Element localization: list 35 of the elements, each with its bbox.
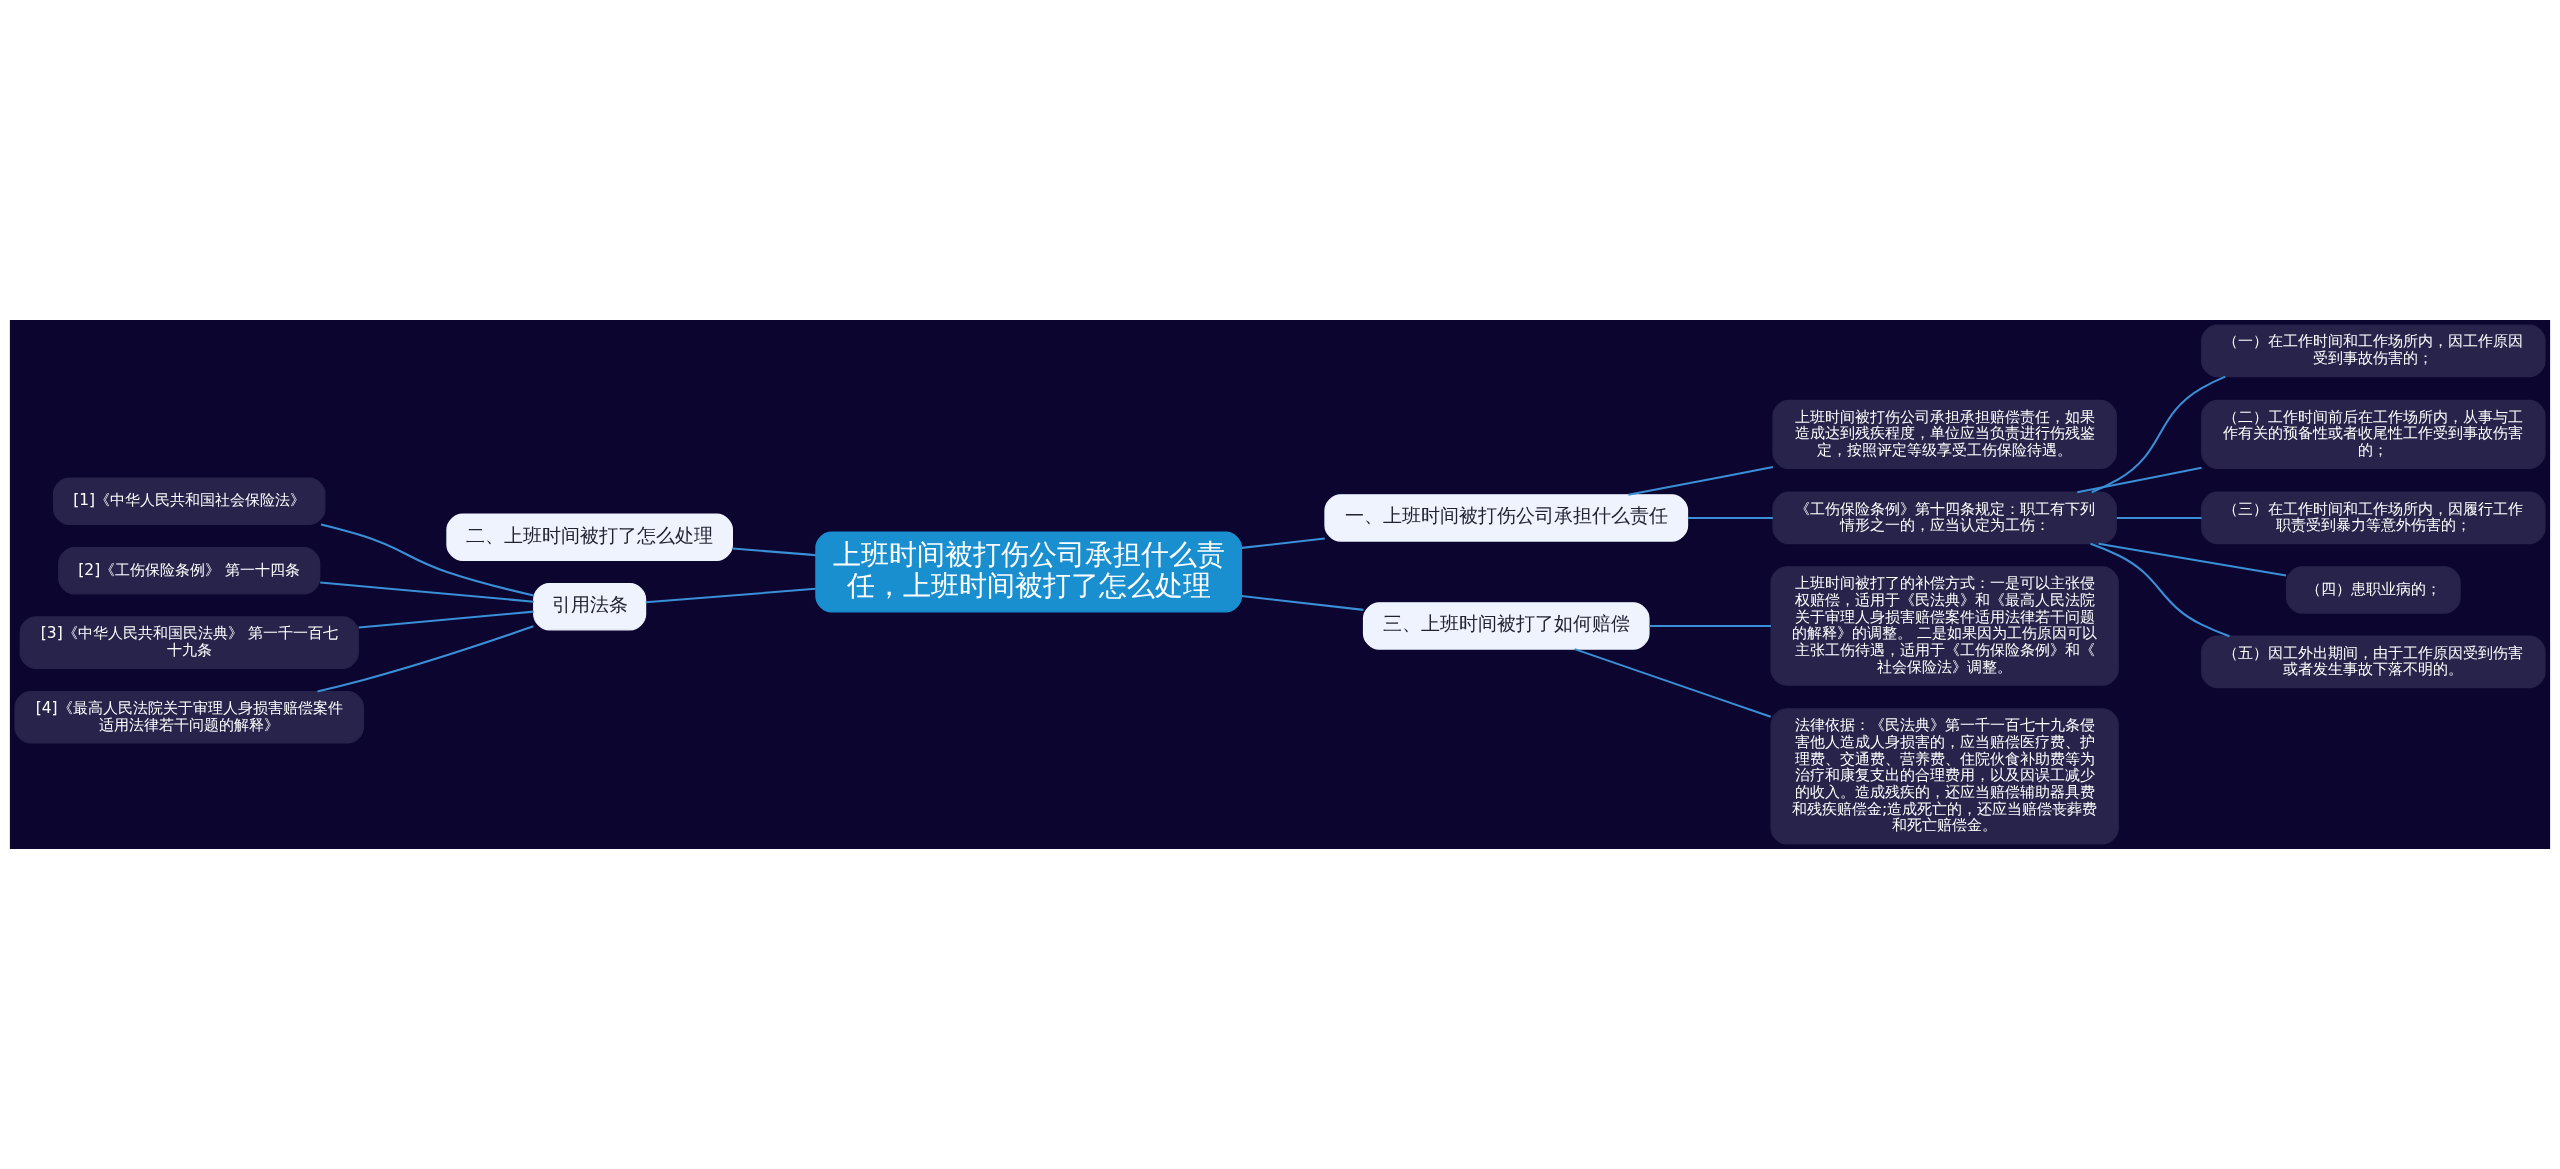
node-box: 上班时间被打伤公司承担承担赔偿责任，如果造成达到残疾程度，单位应当负责进行伤残鉴定，按照评定等级享受工伤保险待遇。 — [1772, 399, 2117, 470]
node-box: 引用法条 — [533, 582, 647, 631]
connector — [2077, 466, 2202, 494]
node-box: （三）在工作时间和工作场所内，因履行工作职责受到暴力等意外伤害的； — [2201, 491, 2546, 545]
node-box: （二）工作时间前后在工作场所内，从事与工作有关的预备性或者收尾性工作受到事故伤害的； — [2201, 399, 2546, 470]
node-box: 二、上班时间被打了怎么处理 — [446, 513, 733, 562]
node-box: [1]《中华人民共和国社会保险法》 — [52, 477, 326, 526]
node-box: （五）因工外出期间，由于工作原因受到伤害或者发生事故下落不明的。 — [2201, 635, 2546, 689]
connector — [645, 587, 816, 604]
connector — [2091, 375, 2226, 494]
node-box: （四）患职业病的； — [2285, 566, 2461, 614]
connector — [2090, 542, 2230, 638]
connector — [1628, 466, 1774, 496]
node-box: [3]《中华人民共和国民法典》 第一千一百七十九条 — [19, 616, 359, 670]
node-box: 法律依据：《民法典》第一千一百七十九条侵害他人造成人身损害的，应当赔偿医疗费、护理费、交通费、营养费、住院伙食补助费等为治疗和康复支出的合理费用，以及因误工减少的收入。造成残疾的，还应当赔偿辅助器具费和残疾赔偿金;造成死亡的，还应当赔偿丧葬费和死亡赔偿金。 — [1770, 708, 2119, 845]
connector — [1241, 537, 1325, 549]
node-box: [2]《工伤保险条例》 第一十四条 — [58, 546, 321, 595]
node-box: [4]《最高人民法院关于审理人身损害赔偿案件适用法律若干问题的解释》 — [14, 690, 365, 744]
connector — [317, 625, 534, 693]
connector — [2116, 516, 2202, 519]
connector — [1241, 595, 1364, 611]
connector — [1687, 516, 1773, 519]
node-box: 上班时间被打了的补偿方式：一是可以主张侵权赔偿，适用于《民法典》和《最高人民法院关于审理人身损害赔偿案件适用法律若干问题的解释》的调整。 二是如果因为工伤原因可以主张工伤待遇，适用于《工伤保险条例》和《社会保险法》调整。 — [1770, 566, 2119, 686]
connector — [732, 547, 816, 557]
node-box: 《工伤保险条例》第十四条规定：职工有下列情形之一的，应当认定为工伤： — [1772, 491, 2117, 545]
node-box: 一、上班时间被打伤公司承担什么责任 — [1324, 494, 1689, 542]
connector — [320, 581, 534, 603]
connector — [320, 523, 534, 597]
connector — [1649, 624, 1771, 627]
connector — [1574, 648, 1772, 718]
node-box: 三、上班时间被打了如何赔偿 — [1362, 602, 1650, 650]
node-box: 上班时间被打伤公司承担什么责任，上班时间被打了怎么处理 — [815, 531, 1243, 613]
connector — [2098, 542, 2287, 577]
connector — [358, 610, 534, 629]
node-box: （一）在工作时间和工作场所内，因工作原因受到事故伤害的； — [2201, 324, 2546, 378]
